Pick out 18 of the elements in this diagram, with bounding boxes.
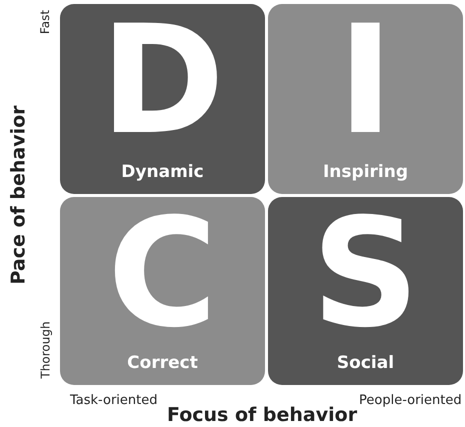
quadrant-box (60, 4, 265, 194)
quadrant-letter: S (310, 199, 421, 349)
axis-end-label: People-oriented (359, 392, 462, 408)
quadrant-box (268, 4, 463, 194)
quadrant-letter: D (99, 6, 226, 156)
quadrant-title: Social (336, 353, 396, 373)
quadrant-box (268, 197, 463, 385)
axis-end-label: Thorough (38, 321, 52, 379)
axis-end-label: Fast (38, 10, 52, 34)
quadrant-title: Dynamic (120, 162, 205, 182)
quadrant-title: Inspiring (322, 162, 410, 182)
axis-end-label: Task-oriented (70, 392, 158, 408)
quadrant-letter: I (338, 6, 394, 156)
quadrant-letter: C (106, 199, 219, 349)
quadrant-title: Correct (126, 353, 199, 373)
quadrant-box (60, 197, 265, 385)
axis-title: Focus of behavior (167, 404, 358, 426)
axis-title: Pace of behavior (7, 105, 30, 285)
